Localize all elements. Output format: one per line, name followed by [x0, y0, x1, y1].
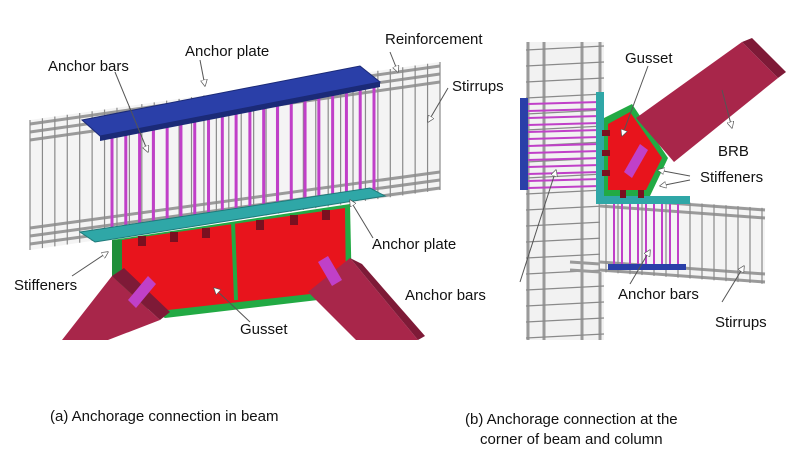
column-anchor-bars [527, 101, 601, 189]
label-a-reinforcement: Reinforcement [385, 31, 483, 48]
panel-b-callouts [519, 65, 744, 303]
column-anchor-bar [527, 101, 601, 105]
column-anchor-bar [527, 122, 601, 126]
label-a-anchor-plate-bottom: Anchor plate [372, 236, 456, 253]
column-anchor-bar [527, 178, 601, 182]
caption-b-line2: corner of beam and column [480, 431, 663, 448]
label-b-anchor-bars-left: Anchor bars [405, 287, 486, 304]
label-b-stiffeners: Stiffeners [700, 169, 763, 186]
corner-beam-top-plate [596, 196, 690, 204]
column-stirrup [525, 205, 605, 211]
column-anchor-bar [527, 129, 601, 133]
column-anchor-bar [527, 108, 601, 112]
column-anchor-bar [527, 150, 601, 154]
column-stirrup [525, 109, 605, 115]
column-anchor-bar [527, 171, 601, 175]
column-cage [525, 42, 605, 340]
column-stirrups [525, 45, 605, 339]
column-face-plate [596, 92, 604, 198]
label-a-gusset: Gusset [240, 321, 288, 338]
label-b-brb: BRB [718, 143, 749, 160]
caption-b-line1: (b) Anchorage connection at the [465, 411, 678, 428]
column-stirrup [525, 285, 605, 291]
column-stirrup [525, 45, 605, 51]
column-anchor-bar [527, 136, 601, 140]
column-stirrup [525, 253, 605, 259]
label-a-stirrups: Stirrups [452, 78, 504, 95]
corner-beam-anchor-bars [613, 204, 679, 266]
bottom-anchor-plate [78, 187, 387, 243]
beam-stiffeners [138, 210, 330, 246]
column-stirrup [525, 221, 605, 227]
column-stirrup [525, 317, 605, 323]
beam-anchor-bars [110, 84, 376, 234]
label-b-stirrups: Stirrups [715, 314, 767, 331]
beam-brb-right [308, 256, 425, 340]
column-anchor-bar [527, 157, 601, 161]
column-stirrup [525, 237, 605, 243]
beam-brb-left [62, 268, 170, 340]
panel-a: Anchor bars Anchor plate Reinforcement S… [14, 31, 504, 340]
column-stirrup [525, 173, 605, 179]
corner-beam-bottom-plate [608, 264, 686, 270]
panel-b: Gusset BRB Stiffeners Anchor bars Anchor… [405, 38, 786, 340]
label-a-anchor-bars: Anchor bars [48, 58, 129, 75]
column-stirrup [525, 189, 605, 195]
column-anchor-bar [527, 115, 601, 119]
label-b-anchor-bars-right: Anchor bars [618, 286, 699, 303]
column-stirrup [525, 93, 605, 99]
panel-a-callouts [71, 51, 449, 323]
column-stirrup [525, 125, 605, 131]
corner-brb [624, 38, 786, 178]
column-stirrup [525, 301, 605, 307]
label-a-stiffeners: Stiffeners [14, 277, 77, 294]
column-anchor-bar [527, 185, 601, 189]
column-stirrup [525, 333, 605, 339]
label-b-gusset: Gusset [625, 50, 673, 67]
column-anchor-plate [520, 98, 528, 190]
column-anchor-bar [527, 143, 601, 147]
column-stirrup [525, 61, 605, 67]
label-a-anchor-plate-top: Anchor plate [185, 43, 269, 60]
column-stirrup [525, 77, 605, 83]
caption-a: (a) Anchorage connection in beam [50, 408, 278, 425]
column-anchor-bar [527, 164, 601, 168]
